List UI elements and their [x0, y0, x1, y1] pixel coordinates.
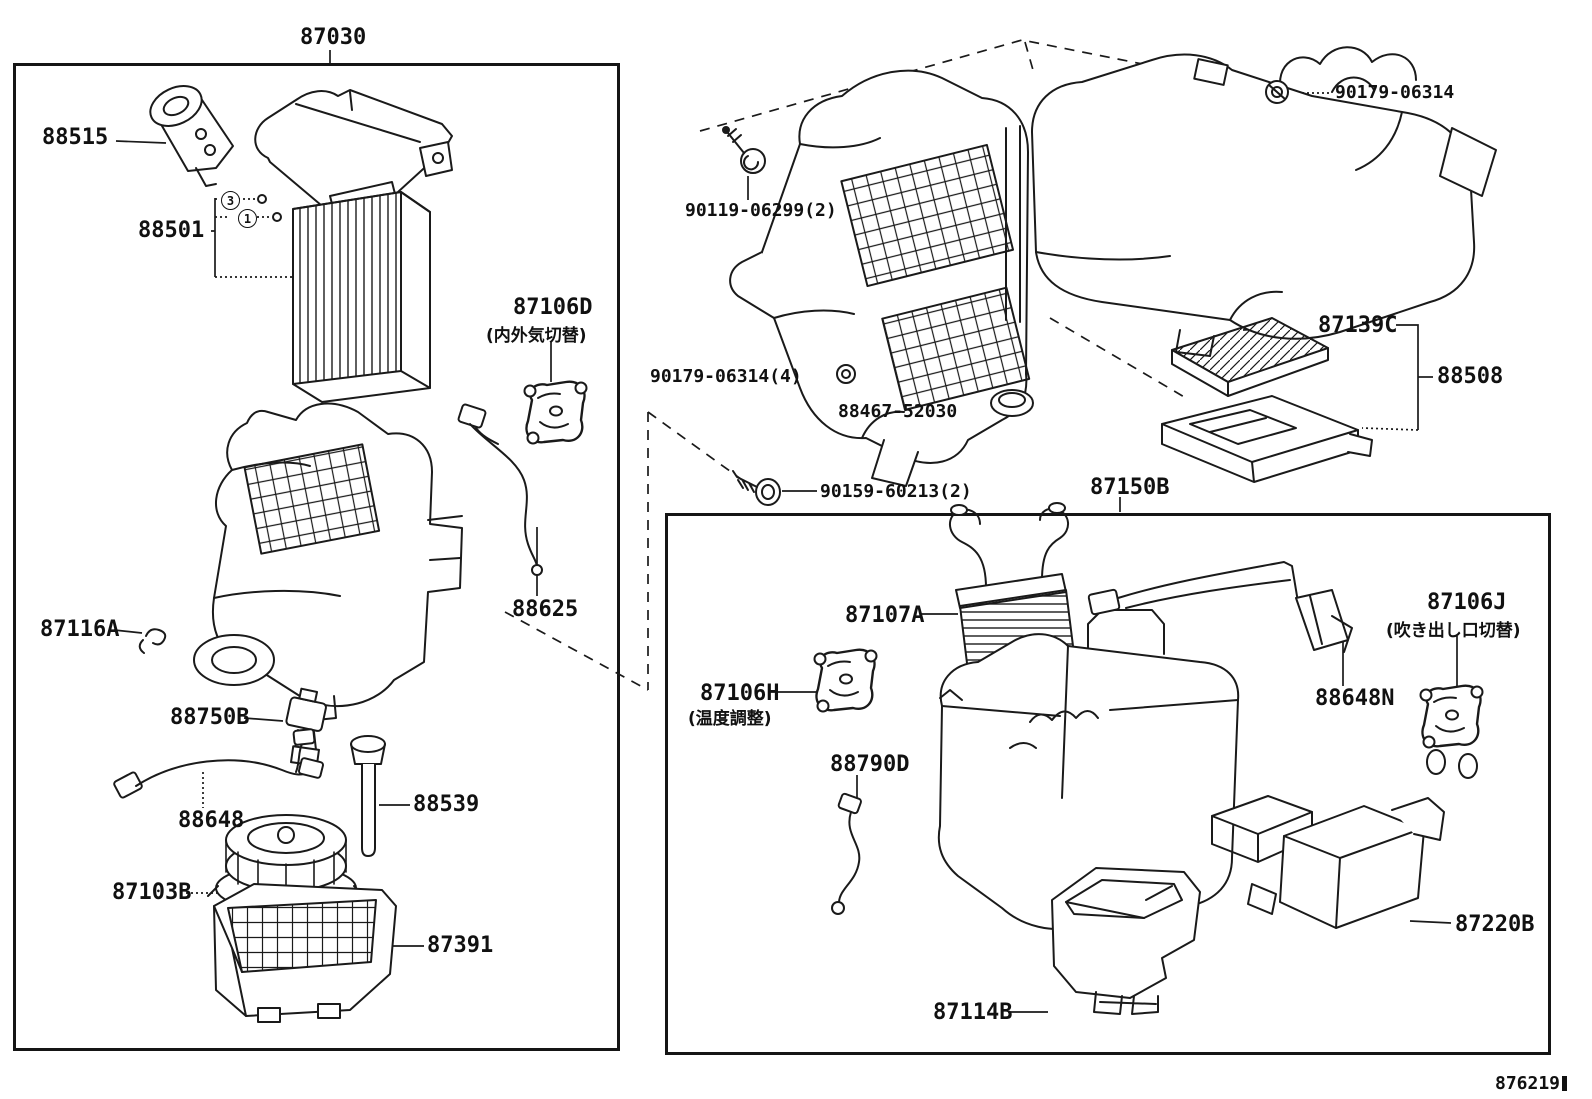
- part-label-87106d-jp: (内外気切替): [486, 326, 587, 346]
- part-label-88790d: 88790D: [830, 752, 910, 777]
- nut-90179-4-icon: [836, 364, 856, 384]
- callout-number-1: 1: [238, 209, 257, 228]
- callout-bolt-icons: [257, 194, 282, 222]
- part-label-88539: 88539: [413, 792, 480, 817]
- part-label-88625: 88625: [512, 597, 579, 622]
- part-label-87103b: 87103B: [112, 880, 192, 905]
- wire-harness-88648n-illustration: [1087, 561, 1353, 653]
- part-label-87150b: 87150B: [1090, 475, 1170, 500]
- cabin-air-filter-illustration: [1171, 317, 1329, 397]
- part-label-88501: 88501: [138, 218, 205, 243]
- page-code: 876219: [1495, 1073, 1561, 1094]
- part-label-87106j-jp: (吹き出し口切替): [1386, 621, 1521, 641]
- part-label-88467-52030: 88467-52030: [838, 401, 958, 422]
- heater-unit-assembly-illustration: [1005, 46, 1497, 357]
- part-label-87114b: 87114B: [933, 1000, 1013, 1025]
- blower-unit-assembly-illustration: [729, 69, 1031, 487]
- blower-lower-case-illustration: [213, 883, 397, 1023]
- expansion-valve-illustration: [149, 85, 234, 187]
- part-label-87139c: 87139C: [1318, 313, 1398, 338]
- part-label-90179-06314: 90179-06314: [1335, 82, 1455, 103]
- filter-case-illustration: [1161, 395, 1373, 483]
- part-label-88515: 88515: [42, 125, 109, 150]
- bolt-90119-icon: [722, 126, 766, 174]
- part-label-87220b: 87220B: [1455, 912, 1535, 937]
- clip-87116a-illustration: [138, 628, 167, 654]
- heater-housing-illustration: [937, 609, 1240, 931]
- part-label-90179-06314-4: 90179-06314(4): [650, 366, 802, 387]
- screw-90159-icon: [732, 470, 781, 506]
- part-label-88508: 88508: [1437, 364, 1504, 389]
- part-label-87106j: 87106J: [1427, 590, 1507, 615]
- part-label-90159-60213: 90159-60213(2): [820, 481, 972, 502]
- grommet-88467-icon: [990, 389, 1034, 417]
- left-assembly-box: [13, 63, 620, 1051]
- servo-motor-inside-outside-air-illustration: [523, 380, 588, 445]
- part-label-87106h: 87106H: [700, 681, 780, 706]
- callout-number-3: 3: [221, 191, 240, 210]
- part-label-87107a: 87107A: [845, 603, 925, 628]
- right-assembly-box: [665, 513, 1551, 1055]
- part-label-88750b: 88750B: [170, 705, 250, 730]
- blower-case-illustration: [193, 402, 463, 723]
- nut-90179-top-icon: [1265, 80, 1289, 104]
- wire-harness-88790d-illustration: [831, 792, 862, 915]
- servo-motor-temperature-illustration: [813, 648, 878, 713]
- servo-motor-mode-illustration: [1419, 684, 1484, 779]
- air-outlet-ducts-illustration: [1211, 795, 1445, 929]
- defroster-duct-illustration: [1051, 867, 1201, 1015]
- wire-harness-88625-illustration: [457, 403, 543, 576]
- part-label-87116a: 87116A: [40, 617, 120, 642]
- damper-rod-88539-illustration: [350, 735, 386, 857]
- part-label-88648: 88648: [178, 808, 245, 833]
- page-code-partial-glyph: [1562, 1076, 1567, 1091]
- part-label-87106d: 87106D: [513, 295, 593, 320]
- wire-harness-88648-illustration: [113, 728, 324, 799]
- part-label-87106h-jp: (温度調整): [688, 709, 772, 729]
- part-label-88648n: 88648N: [1315, 686, 1395, 711]
- evaporator-illustration: [292, 191, 431, 403]
- part-label-87030: 87030: [300, 25, 367, 50]
- part-label-87391: 87391: [427, 933, 494, 958]
- part-label-90119-06299: 90119-06299(2): [685, 200, 837, 221]
